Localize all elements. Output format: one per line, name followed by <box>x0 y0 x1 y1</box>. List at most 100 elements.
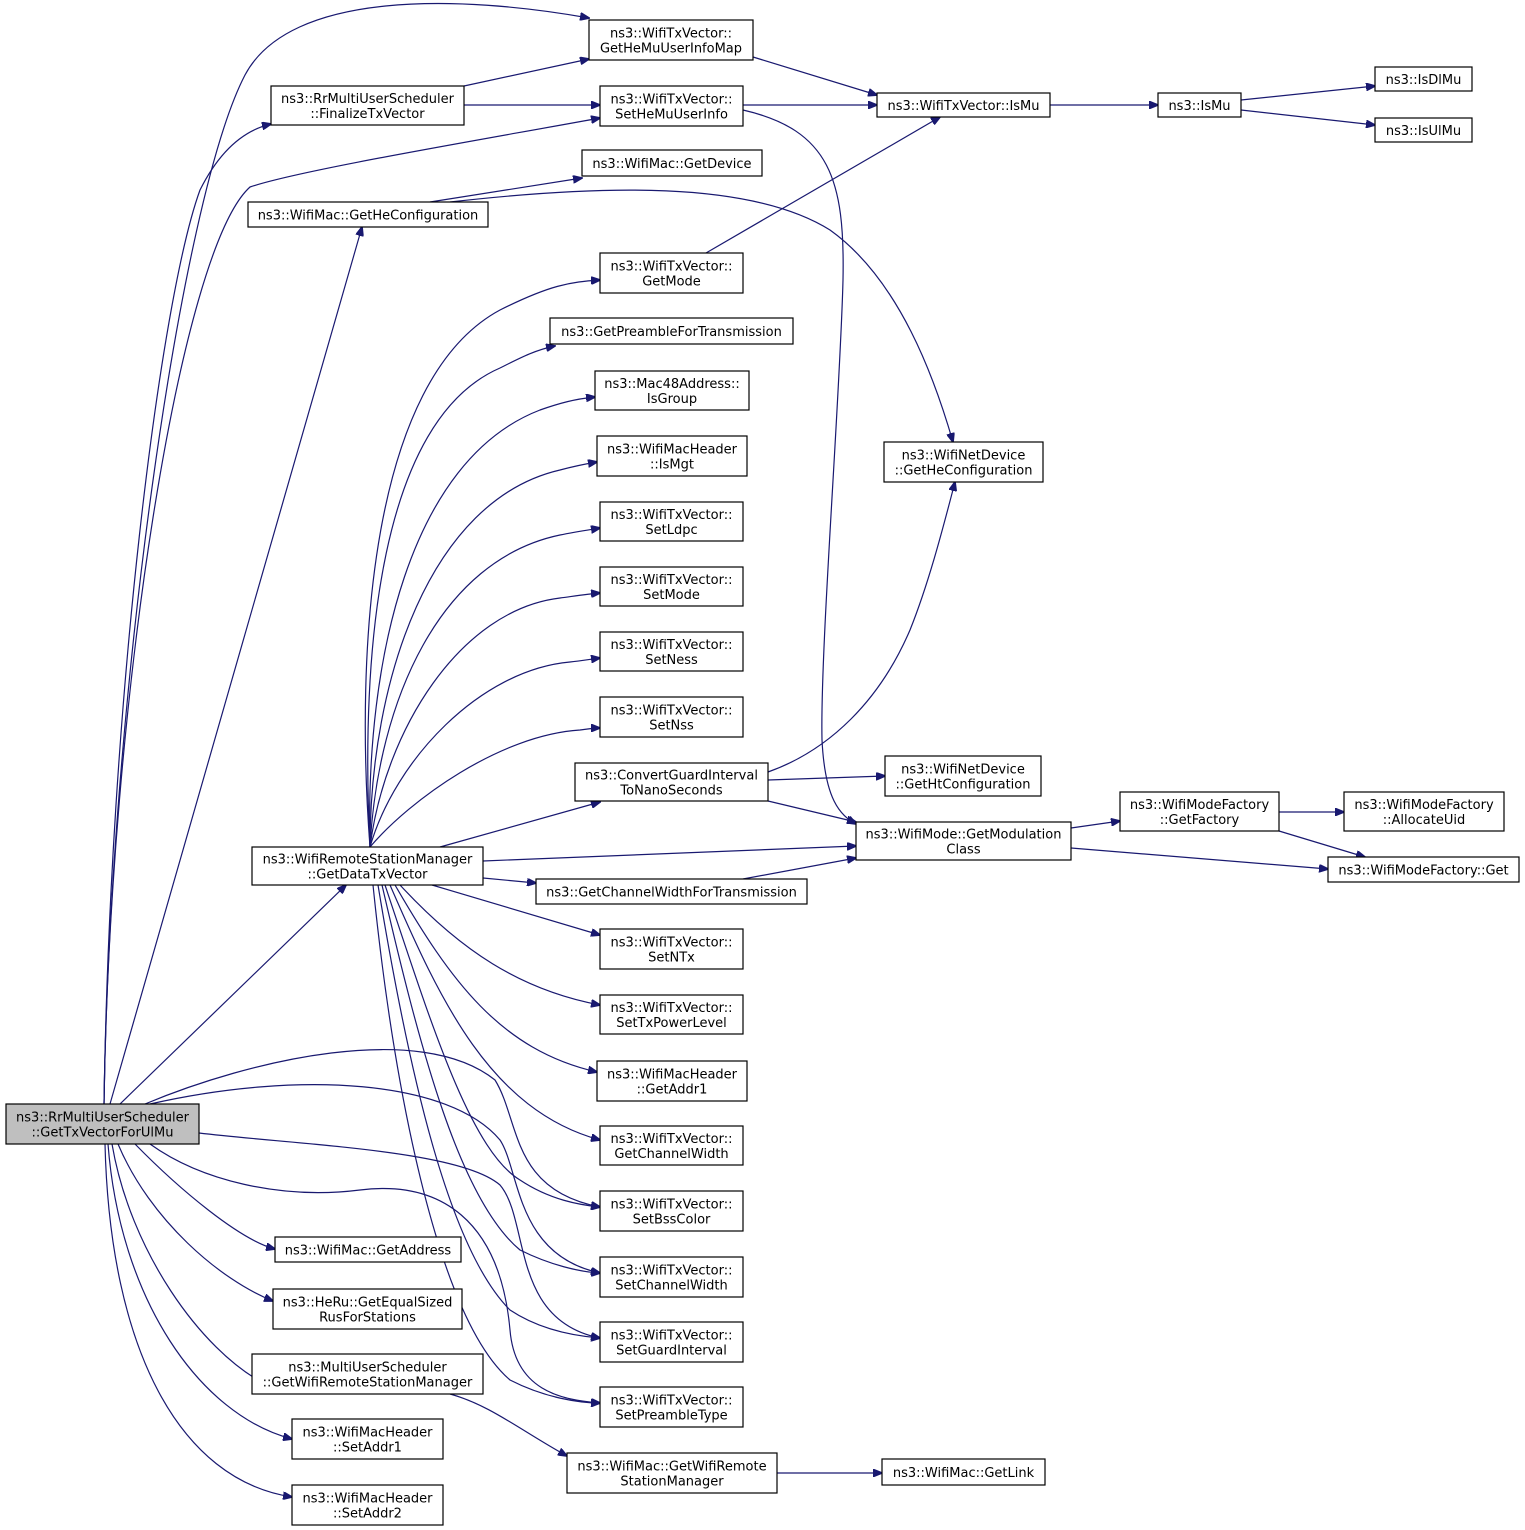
node-label-line: ns3::WifiMacHeader <box>302 1492 433 1507</box>
node-box <box>549 317 794 345</box>
node-label-line: ns3::HeRu::GetEqualSized <box>283 1296 453 1311</box>
node-box <box>274 1236 462 1263</box>
edge-set-he-mu-user-info-to-get-mod-class <box>742 109 856 824</box>
node-set-gi[interactable]: ns3::WifiTxVector::SetGuardInterval <box>599 1321 744 1363</box>
node-label-line: ns3::IsDlMu <box>1386 73 1462 88</box>
edge-get-data-tx-to-get-mode <box>364 280 600 848</box>
node-set-preamble[interactable]: ns3::WifiTxVector::SetPreambleType <box>599 1386 744 1428</box>
node-get-device[interactable]: ns3::WifiMac::GetDevice <box>581 149 763 177</box>
node-label-line: ns3::WifiTxVector:: <box>610 1329 732 1344</box>
node-box <box>270 85 465 126</box>
edge-root-to-mac-get-he-conf <box>109 227 362 1105</box>
edge-get-data-tx-to-set-nss <box>369 728 600 848</box>
edge-get-mod-class-to-factory-get <box>1070 847 1328 869</box>
node-get-ht-conf[interactable]: ns3::WifiNetDevice::GetHtConfiguration <box>884 755 1042 797</box>
node-set-addr2[interactable]: ns3::WifiMacHeader::SetAddr2 <box>291 1484 444 1526</box>
node-label-line: ns3::GetChannelWidthForTransmission <box>546 886 797 901</box>
edge-get-data-tx-to-set-ness <box>369 658 600 848</box>
node-label-line: ::FinalizeTxVector <box>310 107 425 122</box>
edge-root-to-set-he-mu-user-info <box>103 118 600 1105</box>
node-set-addr1[interactable]: ns3::WifiMacHeader::SetAddr1 <box>291 1418 444 1460</box>
node-set-chan-width[interactable]: ns3::WifiTxVector::SetChannelWidth <box>599 1256 744 1298</box>
node-label-line: ns3::WifiMac::GetLink <box>893 1466 1035 1481</box>
node-set-tx-power[interactable]: ns3::WifiTxVector::SetTxPowerLevel <box>599 994 744 1035</box>
node-label-line: ns3::Mac48Address:: <box>604 377 739 392</box>
node-box <box>1119 791 1280 832</box>
node-get-wrsm-sched[interactable]: ns3::MultiUserScheduler::GetWifiRemoteSt… <box>251 1353 484 1395</box>
node-label-line: ns3::WifiMac::GetAddress <box>285 1244 452 1259</box>
node-label-line: Class <box>946 843 980 858</box>
node-set-ntx[interactable]: ns3::WifiTxVector::SetNTx <box>599 928 744 970</box>
node-label-line: SetLdpc <box>645 523 697 538</box>
edge-get-data-tx-to-set-mode <box>369 593 600 848</box>
node-label-line: ::GetAddr1 <box>637 1083 708 1098</box>
node-set-bss-color[interactable]: ns3::WifiTxVector::SetBssColor <box>599 1190 744 1232</box>
node-get-link[interactable]: ns3::WifiMac::GetLink <box>881 1458 1046 1486</box>
node-finalize[interactable]: ns3::RrMultiUserScheduler::FinalizeTxVec… <box>270 85 465 126</box>
edge-root-to-set-preamble <box>149 1143 600 1403</box>
node-label-line: ::IsMgt <box>650 458 694 473</box>
node-box <box>855 821 1072 861</box>
edge-get-data-tx-to-get-preamble <box>367 346 555 848</box>
node-get-chan-width[interactable]: ns3::WifiTxVector::GetChannelWidth <box>599 1125 744 1166</box>
node-label-line: ::GetHeConfiguration <box>895 464 1033 479</box>
node-is-mu[interactable]: ns3::IsMu <box>1157 92 1242 118</box>
node-is-group[interactable]: ns3::Mac48Address::IsGroup <box>594 370 750 411</box>
node-factory-get[interactable]: ns3::WifiModeFactory::Get <box>1327 856 1520 883</box>
node-set-he-mu-user-info[interactable]: ns3::WifiTxVector::SetHeMuUserInfo <box>599 85 744 127</box>
node-label-line: ns3::WifiMac::GetHeConfiguration <box>258 209 479 224</box>
node-set-mode[interactable]: ns3::WifiTxVector::SetMode <box>599 566 744 607</box>
edge-get-data-tx-to-get-addr1 <box>394 884 597 1072</box>
node-label-line: ns3::RrMultiUserScheduler <box>16 1111 190 1126</box>
node-label-line: ns3::WifiTxVector:: <box>610 573 732 588</box>
node-box <box>1374 66 1473 92</box>
node-label-line: SetNTx <box>648 951 695 966</box>
node-label-line: ns3::WifiTxVector:: <box>610 260 732 275</box>
node-label-line: ns3::WifiTxVector:: <box>610 508 732 523</box>
edge-get-data-tx-to-set-chan-width <box>381 884 600 1273</box>
node-box <box>599 696 744 738</box>
node-is-mu-vec[interactable]: ns3::WifiTxVector::IsMu <box>876 92 1051 118</box>
node-get-data-tx[interactable]: ns3::WifiRemoteStationManager::GetDataTx… <box>251 846 484 886</box>
node-get-mode[interactable]: ns3::WifiTxVector::GetMode <box>599 252 744 294</box>
node-set-nss[interactable]: ns3::WifiTxVector::SetNss <box>599 696 744 738</box>
node-is-ul-mu[interactable]: ns3::IsUlMu <box>1374 117 1473 143</box>
node-get-address[interactable]: ns3::WifiMac::GetAddress <box>274 1236 462 1263</box>
node-set-ldpc[interactable]: ns3::WifiTxVector::SetLdpc <box>599 501 744 542</box>
node-is-dl-mu[interactable]: ns3::IsDlMu <box>1374 66 1473 92</box>
node-is-mgt[interactable]: ns3::WifiMacHeader::IsMgt <box>596 435 748 477</box>
edge-convert-gi-to-get-mod-class <box>767 800 856 822</box>
node-dev-get-he-conf[interactable]: ns3::WifiNetDevice::GetHeConfiguration <box>883 441 1044 483</box>
node-box <box>574 762 769 802</box>
edge-root-to-get-he-mu-user-info-map <box>103 2 589 1105</box>
edge-convert-gi-to-get-ht-conf <box>767 776 885 781</box>
node-get-factory[interactable]: ns3::WifiModeFactory::GetFactory <box>1119 791 1280 832</box>
node-label-line: SetGuardInterval <box>616 1344 727 1359</box>
node-label-line: ::GetWifiRemoteStationManager <box>263 1376 473 1391</box>
node-set-ness[interactable]: ns3::WifiTxVector::SetNess <box>599 631 744 672</box>
node-get-chan-width-tx[interactable]: ns3::GetChannelWidthForTransmission <box>535 878 808 905</box>
edge-is-mu-to-is-dl-mu <box>1240 86 1375 101</box>
node-label-line: ns3::WifiTxVector:: <box>610 1198 732 1213</box>
node-get-addr1[interactable]: ns3::WifiMacHeader::GetAddr1 <box>596 1060 748 1102</box>
node-label-line: GetChannelWidth <box>614 1147 728 1162</box>
node-label-line: ns3::WifiTxVector:: <box>610 704 732 719</box>
node-box <box>599 252 744 294</box>
node-root[interactable]: ns3::RrMultiUserScheduler::GetTxVectorFo… <box>5 1103 200 1145</box>
node-box <box>251 846 484 886</box>
node-label-line: ns3::WifiMacHeader <box>607 443 738 458</box>
node-label-line: SetPreambleType <box>615 1409 727 1424</box>
node-label-line: StationManager <box>620 1475 724 1490</box>
node-box <box>291 1484 444 1526</box>
node-get-preamble[interactable]: ns3::GetPreambleForTransmission <box>549 317 794 345</box>
node-get-he-mu-user-info-map[interactable]: ns3::WifiTxVector::GetHeMuUserInfoMap <box>588 19 754 61</box>
node-allocate-uid[interactable]: ns3::WifiModeFactory::AllocateUid <box>1343 791 1505 832</box>
node-label-line: ns3::WifiTxVector:: <box>610 1001 732 1016</box>
node-get-wrsm-mac[interactable]: ns3::WifiMac::GetWifiRemoteStationManage… <box>566 1452 778 1494</box>
node-mac-get-he-conf[interactable]: ns3::WifiMac::GetHeConfiguration <box>247 201 489 228</box>
edge-root-to-set-gi <box>198 1132 600 1338</box>
node-box <box>599 1386 744 1428</box>
